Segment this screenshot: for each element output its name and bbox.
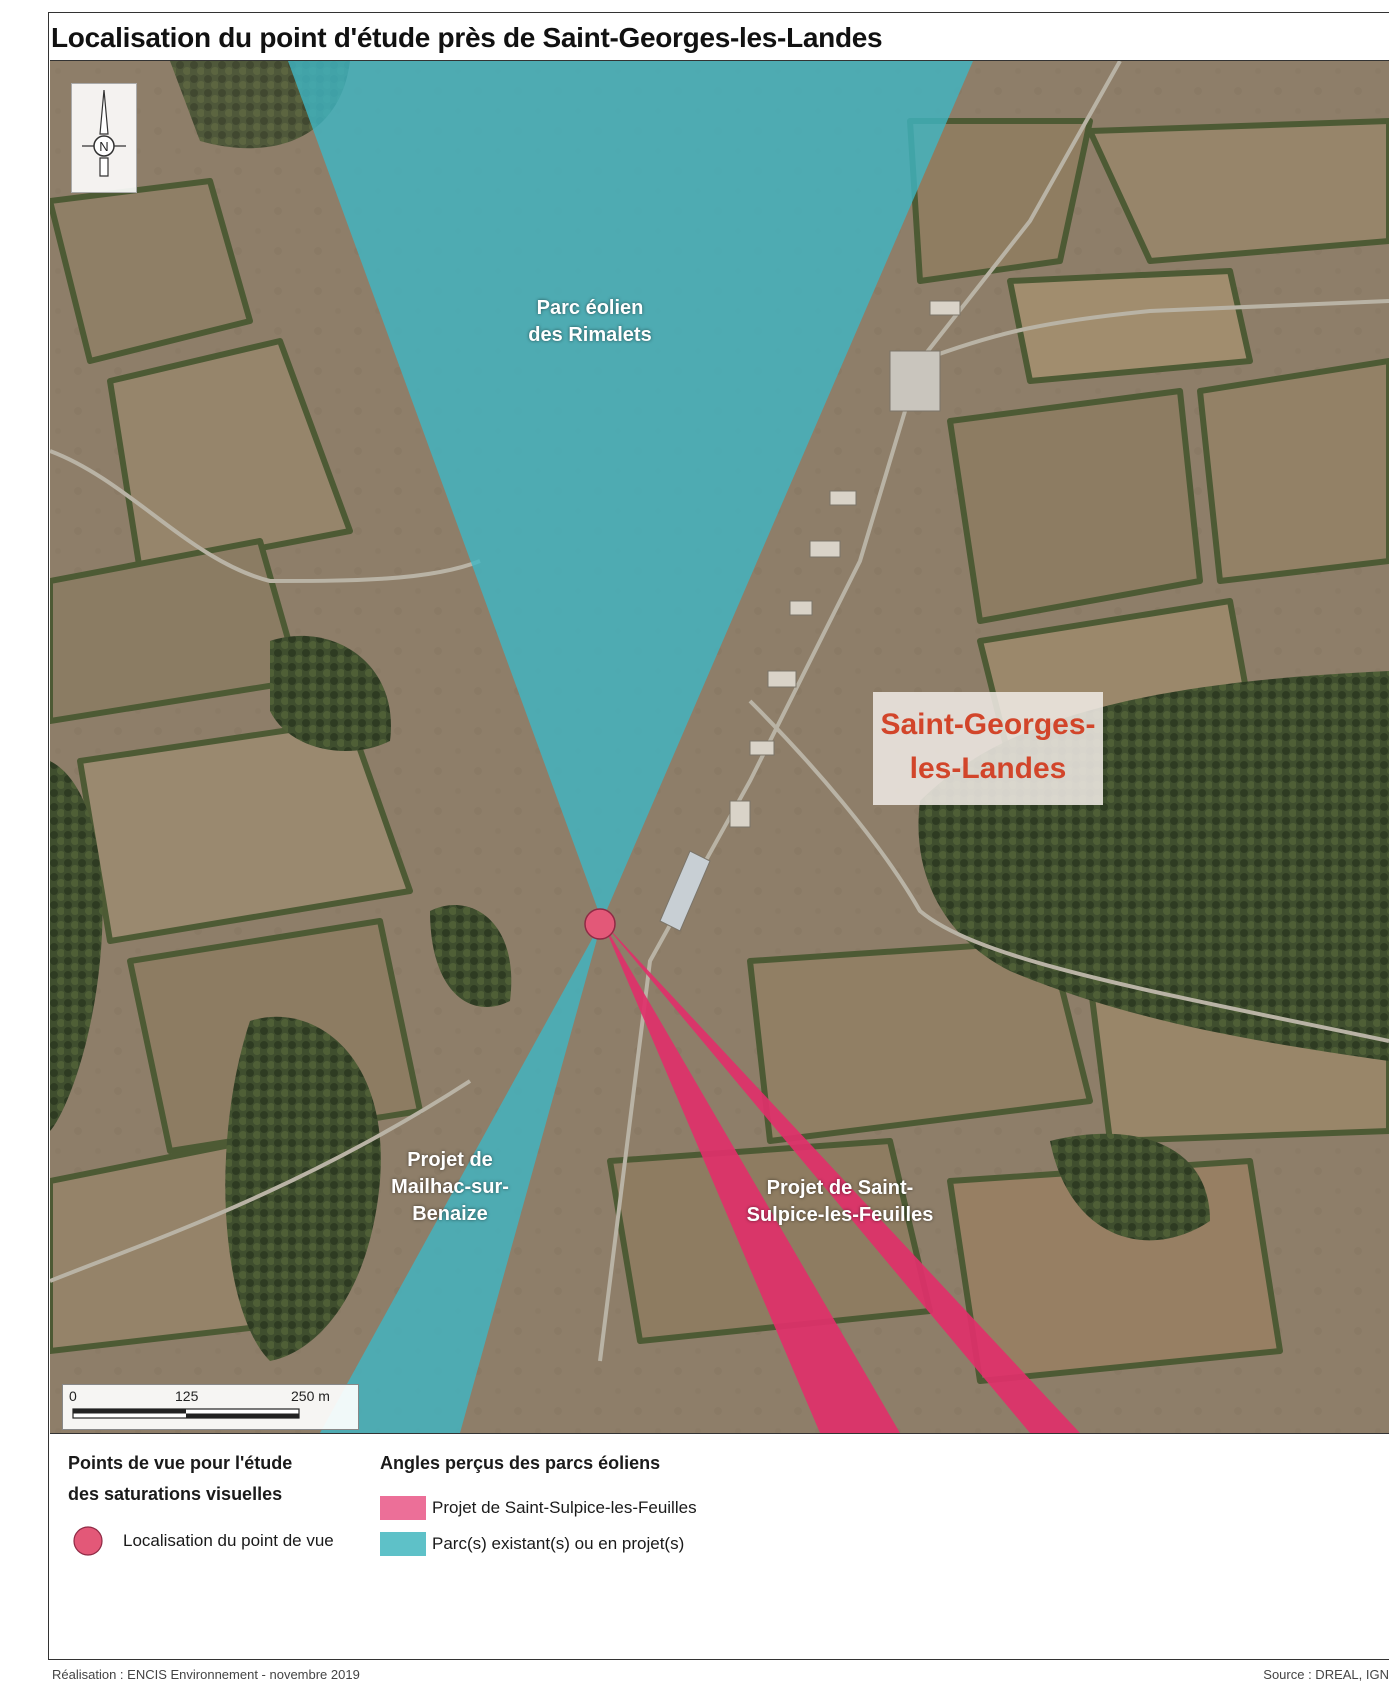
mailhac-view-sector	[320, 921, 602, 1433]
rimalets-label: Parc éolien des Rimalets	[510, 295, 670, 349]
map-title: Localisation du point d'étude près de Sa…	[51, 22, 883, 53]
roads	[50, 61, 1389, 1362]
north-arrow-letter: N	[99, 139, 108, 154]
scale-tick-250: 250 m	[291, 1388, 330, 1404]
rimalets-label-line1: Parc éolien	[536, 297, 644, 319]
saint-sulpice-label-line1: Projet de Saint-	[766, 1177, 914, 1199]
north-arrow-icon: N	[82, 89, 126, 177]
legend-teal-label: Parc(s) existant(s) ou en projet(s)	[432, 1534, 685, 1553]
legend-group1-title: Points de vue pour l'étude des saturatio…	[68, 1448, 292, 1510]
mailhac-label: Projet de Mailhac-sur- Benaize	[370, 1147, 530, 1228]
town-label-box	[873, 692, 1103, 805]
town-label: Saint-Georges- les-Landes	[873, 703, 1103, 791]
legend-viewpoint-symbol	[73, 1526, 103, 1556]
north-arrow: N	[71, 83, 137, 193]
legend-pink-label: Projet de Saint-Sulpice-les-Feuilles	[432, 1498, 697, 1517]
legend-viewpoint-label: Localisation du point de vue	[123, 1531, 334, 1550]
mailhac-label-line1: Projet de	[407, 1149, 493, 1171]
saint-sulpice-sector-1	[602, 921, 900, 1433]
legend-group1-title-line2: des saturations visuelles	[68, 1484, 283, 1504]
legend-pink-swatch	[380, 1496, 426, 1520]
credit-source: Source : DREAL, IGN	[1263, 1667, 1389, 1682]
mailhac-label-line2: Mailhac-sur-	[391, 1176, 509, 1198]
scale-bar-graphic	[72, 1408, 300, 1419]
map-panel[interactable]: Parc éolien des Rimalets Projet de Mailh…	[50, 60, 1389, 1434]
aerial-map	[50, 61, 1389, 1433]
scale-tick-125: 125	[175, 1388, 199, 1404]
scale-bar: 0 125 250 m	[62, 1384, 359, 1430]
mailhac-label-line3: Benaize	[412, 1203, 488, 1225]
saint-sulpice-sector-2	[602, 921, 1080, 1433]
viewpoint-marker[interactable]	[584, 908, 616, 940]
town-label-line2: les-Landes	[909, 752, 1067, 785]
legend: Points de vue pour l'étude des saturatio…	[50, 1433, 1389, 1660]
rimalets-label-line2: des Rimalets	[528, 324, 652, 346]
legend-teal-swatch	[380, 1532, 426, 1556]
village-buildings	[659, 300, 961, 932]
credit-realisation: Réalisation : ENCIS Environnement - nove…	[52, 1667, 360, 1682]
town-label-line1: Saint-Georges-	[880, 708, 1096, 741]
legend-group2-title: Angles perçus des parcs éoliens	[380, 1453, 661, 1473]
saint-sulpice-label: Projet de Saint- Sulpice-les-Feuilles	[730, 1175, 950, 1229]
scale-tick-0: 0	[69, 1388, 77, 1404]
saint-sulpice-label-line2: Sulpice-les-Feuilles	[746, 1204, 934, 1226]
legend-group1-title-line1: Points de vue pour l'étude	[68, 1453, 293, 1473]
map-frame	[48, 12, 1389, 1660]
rimalets-view-sector	[288, 61, 973, 921]
